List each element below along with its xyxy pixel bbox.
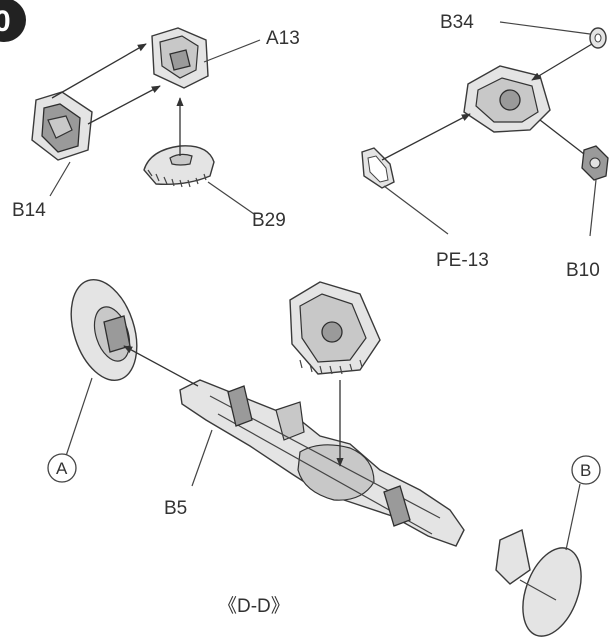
subassembly-differential: B34 PE-13 B10 [361, 12, 609, 281]
label-a13: A13 [266, 28, 300, 49]
hub-left [70, 278, 138, 382]
label-b34: B34 [440, 12, 474, 33]
ref-label-b: B [580, 461, 591, 480]
ref-circle-a: A [47, 453, 77, 483]
label-b5: B5 [164, 498, 187, 519]
ref-circle-b: B [571, 455, 601, 485]
part-b5 [179, 379, 465, 547]
part-b34 [589, 27, 607, 49]
hub-right [495, 528, 582, 637]
ref-label-a: A [56, 459, 68, 478]
label-pe13: PE-13 [436, 250, 489, 271]
label-b29: B29 [252, 210, 286, 231]
axle-assembly [65, 278, 582, 637]
part-pe13 [361, 147, 395, 189]
part-a13 [151, 27, 209, 89]
label-b10: B10 [566, 260, 600, 281]
label-b14: B14 [12, 200, 46, 221]
part-b14 [31, 91, 93, 161]
step-number: 0 [0, 5, 11, 38]
step-badge: 0 [0, 0, 26, 42]
part-b10 [581, 145, 609, 181]
part-diff-upper [289, 281, 381, 375]
part-b29 [143, 145, 215, 188]
part-diff-housing [463, 65, 551, 133]
caption-dd: 《D-D》 [218, 595, 290, 617]
subassembly-gear-housing: A13 B14 B29 [12, 27, 300, 231]
